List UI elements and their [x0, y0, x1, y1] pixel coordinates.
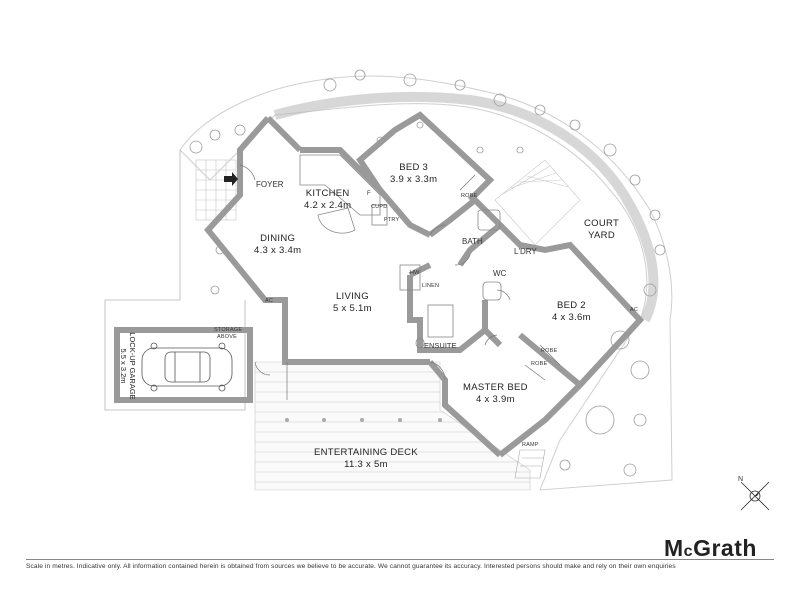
label-bath: BATH — [462, 237, 483, 246]
room-bed-2: BED 2 4 x 3.6m — [552, 300, 591, 324]
court-yard-deck — [494, 159, 581, 246]
room-name: LIVING — [335, 291, 369, 302]
room-dims: 3.9 x 3.3m — [390, 174, 438, 185]
room-lock-up-garage: LOCK-UP GARAGE 5.5 x 3.2m — [119, 328, 137, 404]
brand-grath: Grath — [693, 535, 757, 561]
label-ramp: RAMP — [522, 442, 539, 448]
label-robe-master: ROBE — [531, 361, 548, 367]
room-dims: 5.5 x 3.2m — [119, 348, 128, 384]
disclaimer-text: Scale in metres. Indicative only. All in… — [26, 563, 676, 570]
room-name: LOCK-UP GARAGE — [128, 332, 137, 400]
deck-posts — [285, 418, 442, 422]
label-storage: STORAGE — [214, 327, 243, 333]
room-kitchen: KITCHEN 4.2 x 2.4m — [304, 188, 351, 212]
label-ac-bed2: AC — [630, 307, 639, 313]
room-dims: 4.2 x 2.4m — [304, 200, 352, 211]
label-yard: YARD — [588, 230, 615, 241]
room-dining: DINING 4.3 x 3.4m — [254, 233, 301, 257]
compass-icon — [740, 481, 770, 511]
walls — [204, 111, 645, 458]
brand-c: c — [683, 543, 694, 560]
entertaining-deck — [254, 361, 531, 491]
brand-m: M — [664, 535, 684, 561]
entry-arrow-icon — [224, 172, 238, 186]
room-master-bed: MASTER BED 4 x 3.9m — [463, 382, 528, 406]
entry-paving — [195, 159, 237, 221]
landscape — [179, 75, 673, 491]
label-court-yard: COURT YARD — [584, 218, 619, 242]
label-wc: WC — [493, 269, 507, 278]
trees — [189, 69, 666, 477]
room-name: KITCHEN — [305, 188, 350, 199]
room-dims: 4 x 3.9m — [475, 394, 515, 405]
room-name: ENTERTAINING DECK — [314, 447, 418, 458]
room-bed-3: BED 3 3.9 x 3.3m — [390, 162, 437, 186]
label-ac-dining: AC — [265, 298, 274, 304]
label-cupd: CUPD — [371, 204, 388, 210]
label-ldry: L'DRY — [514, 247, 537, 256]
label-storage-above: ABOVE — [217, 334, 237, 340]
doors — [239, 164, 511, 381]
garage-walls — [114, 327, 253, 403]
brand-logo: McGrath — [664, 535, 757, 562]
room-entertaining-deck: ENTERTAINING DECK 11.3 x 5m — [314, 447, 418, 471]
kitchen-bench — [299, 154, 388, 234]
room-dims: 4.3 x 3.4m — [254, 245, 302, 256]
footer-divider — [26, 559, 774, 560]
label-linen: LINEN — [422, 283, 440, 289]
room-dims: 5 x 5.1m — [333, 303, 372, 314]
room-dims: 4 x 3.6m — [552, 312, 591, 323]
room-dims: 11.3 x 5m — [344, 459, 388, 470]
car-icon — [141, 342, 233, 392]
ramp — [514, 449, 546, 479]
label-robe-bed2: ROBE — [541, 348, 558, 354]
label-f: F — [367, 191, 371, 197]
label-robe-bed3: ROBE — [461, 193, 478, 199]
room-living: LIVING 5 x 5.1m — [333, 291, 372, 315]
room-name: DINING — [260, 233, 296, 244]
room-name: BED 3 — [399, 162, 429, 173]
label-foyer: FOYER — [256, 180, 284, 189]
site-lines — [104, 150, 246, 411]
label-hw: HW — [410, 270, 420, 276]
compass-label: N — [738, 476, 744, 483]
internal-lines — [286, 174, 561, 400]
bath-fixtures — [399, 209, 502, 349]
label-court: COURT — [584, 218, 620, 229]
room-name: MASTER BED — [463, 382, 528, 393]
room-name: BED 2 — [556, 300, 586, 311]
label-ensuite: ENSUITE — [424, 341, 457, 350]
label-ptry: PTRY — [384, 217, 400, 223]
